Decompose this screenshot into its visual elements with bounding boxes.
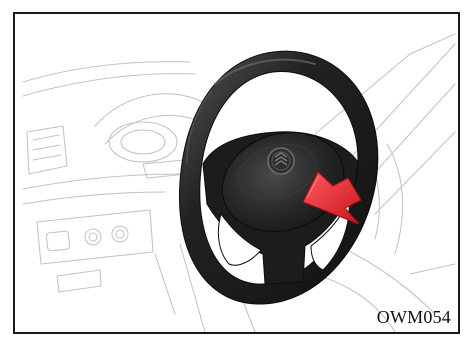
figure-code-label: OWM054 <box>377 308 451 326</box>
brand-emblem-icon <box>268 148 294 174</box>
figure-frame: OWM054 <box>13 12 460 334</box>
steering-wheel-illustration <box>15 14 458 332</box>
